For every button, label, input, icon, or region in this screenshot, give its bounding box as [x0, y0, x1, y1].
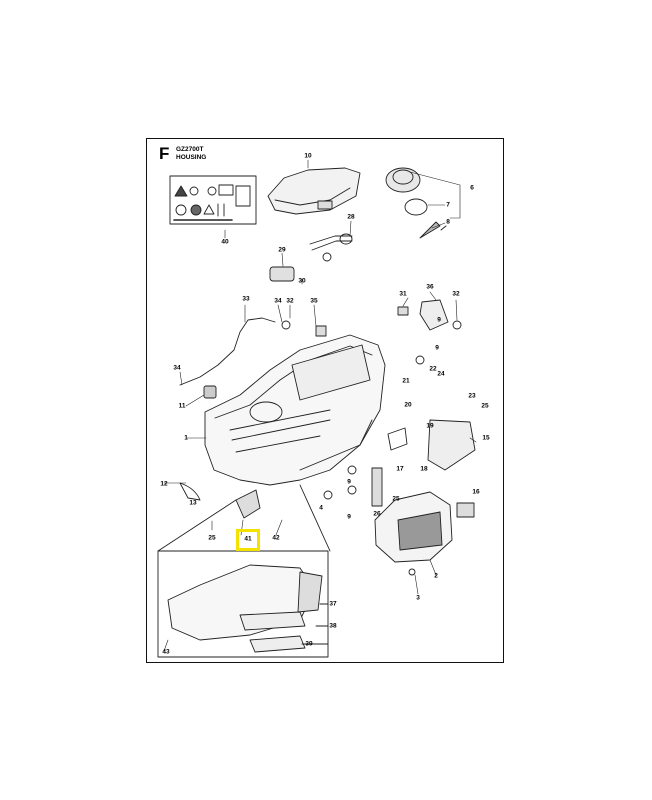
part-label-22[interactable]: 22: [429, 365, 437, 373]
section-title: HOUSING: [176, 154, 207, 161]
leader-lines: [163, 159, 477, 652]
part-label-41[interactable]: 41: [244, 535, 252, 543]
detail-inset: [157, 484, 331, 658]
part-label-6[interactable]: 6: [470, 184, 474, 192]
part-label-40[interactable]: 40: [221, 238, 229, 246]
part-label-28[interactable]: 28: [347, 213, 355, 221]
part-label-36[interactable]: 36: [426, 283, 434, 291]
part-label-30[interactable]: 30: [298, 277, 306, 285]
part-label-18[interactable]: 18: [420, 465, 428, 473]
part-label-23[interactable]: 23: [468, 392, 476, 400]
side-panel: [387, 419, 476, 471]
part-label-32[interactable]: 32: [286, 297, 294, 305]
part-label-42[interactable]: 42: [272, 534, 280, 542]
part-label-25[interactable]: 25: [208, 534, 216, 542]
part-label-33[interactable]: 33: [242, 295, 250, 303]
part-label-11[interactable]: 11: [178, 402, 186, 410]
part-label-9[interactable]: 9: [435, 344, 439, 352]
clutch-cover: [374, 491, 453, 563]
part-label-21[interactable]: 21: [402, 377, 410, 385]
part-label-26[interactable]: 26: [373, 510, 381, 518]
part-label-12[interactable]: 12: [160, 480, 168, 488]
warning-decal: [169, 175, 257, 225]
section-letter: F: [159, 144, 170, 163]
part-label-35[interactable]: 35: [310, 297, 318, 305]
top-cover: [267, 167, 361, 215]
part-label-32[interactable]: 32: [452, 290, 460, 298]
part-label-13[interactable]: 13: [189, 499, 197, 507]
part-label-15[interactable]: 15: [482, 434, 490, 442]
part-label-34[interactable]: 34: [173, 364, 181, 372]
part-label-10[interactable]: 10: [304, 152, 312, 160]
part-label-16[interactable]: 16: [472, 488, 480, 496]
model-code: GZ2700T: [176, 146, 204, 153]
part-label-39[interactable]: 39: [305, 640, 313, 648]
air-filter-assembly: [385, 167, 447, 239]
fuel-line: [179, 317, 276, 386]
part-label-25[interactable]: 25: [481, 402, 489, 410]
part-label-43[interactable]: 43: [162, 648, 170, 656]
highlight-box: [236, 529, 260, 551]
part-label-38[interactable]: 38: [329, 622, 337, 630]
diagram-frame: [146, 138, 504, 663]
part-label-37[interactable]: 37: [329, 600, 337, 608]
part-label-9[interactable]: 9: [347, 478, 351, 486]
part-label-34[interactable]: 34: [274, 297, 282, 305]
part-label-25[interactable]: 25: [392, 495, 400, 503]
part-label-9[interactable]: 9: [347, 513, 351, 521]
crankcase-housing: [204, 325, 386, 486]
part-label-31[interactable]: 31: [399, 290, 407, 298]
small-parts: [179, 299, 475, 576]
part-label-2[interactable]: 2: [434, 572, 438, 580]
intake-hose: [269, 233, 353, 282]
part-label-7[interactable]: 7: [446, 201, 450, 209]
part-label-3[interactable]: 3: [416, 594, 420, 602]
part-label-29[interactable]: 29: [278, 246, 286, 254]
part-label-4[interactable]: 4: [319, 504, 323, 512]
part-label-9[interactable]: 9: [437, 316, 441, 324]
part-label-17[interactable]: 17: [396, 465, 404, 473]
part-label-19[interactable]: 19: [426, 422, 434, 430]
part-label-1[interactable]: 1: [184, 434, 188, 442]
part-label-20[interactable]: 20: [404, 401, 412, 409]
part-label-24[interactable]: 24: [437, 370, 445, 378]
part-label-8[interactable]: 8: [446, 218, 450, 226]
